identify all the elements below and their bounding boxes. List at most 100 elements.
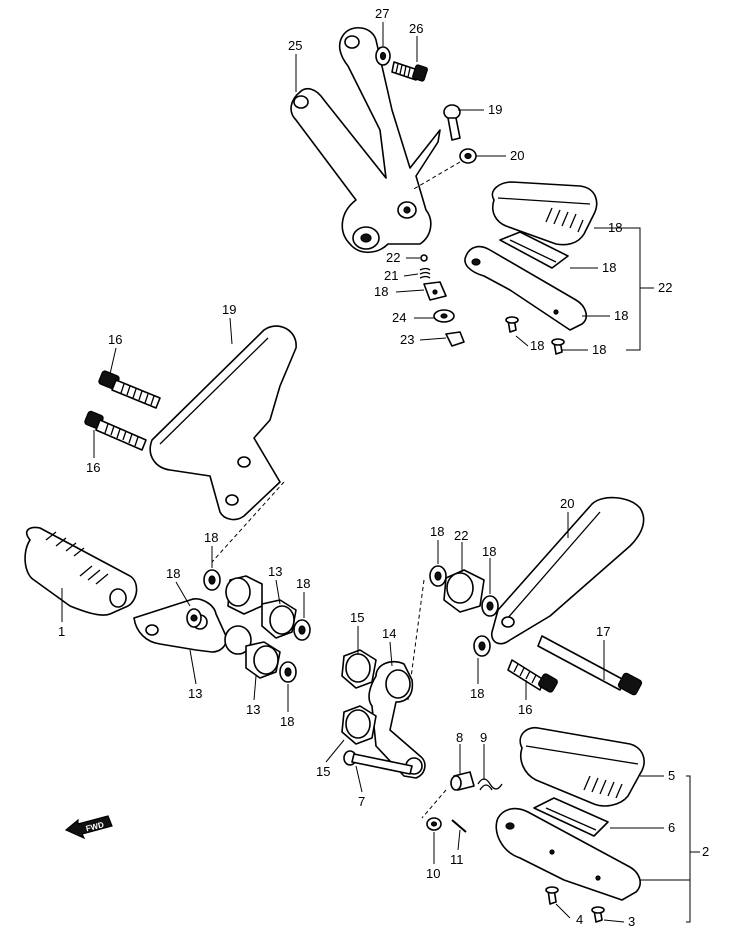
pin-29 xyxy=(443,104,461,141)
callout-30: 20 xyxy=(510,148,524,163)
bolt-36 xyxy=(391,61,428,82)
callout-18-d: 18 xyxy=(280,714,294,729)
heel-guard-20 xyxy=(490,496,645,645)
callout-3: 3 xyxy=(628,914,635,929)
rear-footrest-bracket xyxy=(290,27,441,254)
screw-27 xyxy=(505,316,519,333)
pin-7 xyxy=(343,750,413,775)
footrest-bracket-12 xyxy=(133,598,228,653)
bolt-17 xyxy=(537,635,643,696)
callout-2: 2 xyxy=(702,844,709,859)
screw-3 xyxy=(591,906,605,923)
washer-37 xyxy=(375,46,391,66)
callout-31: 21 xyxy=(384,268,398,283)
bushing-13-upper-left xyxy=(225,575,263,615)
washer-18-e xyxy=(429,565,447,587)
washer-18-c xyxy=(293,619,311,641)
washer-30 xyxy=(459,148,477,164)
bushing-13-lower-left xyxy=(224,625,252,655)
callout-18-a: 18 xyxy=(204,530,218,545)
washer-18-b xyxy=(186,608,202,628)
callout-5: 5 xyxy=(668,768,675,783)
bolt-16-right xyxy=(507,659,558,693)
callout-26: 18 xyxy=(592,342,606,357)
callout-16-upper: 16 xyxy=(108,332,122,347)
spring-9 xyxy=(477,778,503,791)
lever-14 xyxy=(368,660,426,779)
callout-15-upper: 15 xyxy=(350,610,364,625)
washer-18-g xyxy=(473,635,491,657)
callout-7: 7 xyxy=(358,794,365,809)
callout-6: 6 xyxy=(668,820,675,835)
callout-25: 18 xyxy=(602,260,616,275)
washer-34 xyxy=(433,309,455,323)
callout-20: 20 xyxy=(560,496,574,511)
plate-28 xyxy=(423,281,447,301)
bolt-16-lower xyxy=(84,410,147,451)
spring-31 xyxy=(419,267,431,279)
callout-1: 1 xyxy=(58,624,65,639)
callout-21: 22 xyxy=(454,528,468,543)
callout-27: 18 xyxy=(530,338,544,353)
callout-32: 22 xyxy=(386,250,400,265)
cylinder-8 xyxy=(450,771,475,791)
callout-37: 27 xyxy=(375,6,389,21)
callout-11: 11 xyxy=(450,852,464,867)
callout-16-lower: 16 xyxy=(86,460,100,475)
callout-16-right: 16 xyxy=(518,702,532,717)
bushing-15-upper xyxy=(341,649,377,689)
rear-footrest-rubber-24 xyxy=(491,181,598,246)
cotter-pin-11 xyxy=(451,819,467,833)
rear-plate-25 xyxy=(499,231,569,269)
callout-10: 10 xyxy=(426,866,440,881)
nut-33 xyxy=(445,331,465,347)
bushing-15-lower xyxy=(341,705,377,745)
callout-18-e: 18 xyxy=(430,524,444,539)
fwd-label: FWD xyxy=(85,820,105,833)
footrest-rubber-5 xyxy=(519,726,645,807)
forward-arrow-icon: FWD xyxy=(64,815,113,840)
callout-18-c: 18 xyxy=(296,576,310,591)
callout-35: 25 xyxy=(288,38,302,53)
washer-18-a xyxy=(203,569,221,591)
callout-36: 26 xyxy=(409,21,423,36)
ball-32 xyxy=(420,254,428,262)
bushing-21 xyxy=(443,569,485,613)
footrest-rubber-1 xyxy=(24,526,138,616)
callout-13-upper: 13 xyxy=(268,564,282,579)
callout-34: 24 xyxy=(392,310,406,325)
screw-26 xyxy=(551,338,565,355)
callout-33: 23 xyxy=(400,332,414,347)
callout-13-lower: 13 xyxy=(246,702,260,717)
callout-12: 13 xyxy=(188,686,202,701)
bushing-13-upper xyxy=(261,599,297,639)
callout-24: 18 xyxy=(608,220,622,235)
callout-18-b: 18 xyxy=(166,566,180,581)
leader-lines xyxy=(61,22,700,923)
callout-29: 19 xyxy=(488,102,502,117)
callout-8: 8 xyxy=(456,730,463,745)
footrest-holder-2 xyxy=(495,807,641,901)
callout-28: 18 xyxy=(374,284,388,299)
callout-9: 9 xyxy=(480,730,487,745)
callout-labels: 27 26 25 19 20 22 21 18 24 23 18 18 18 1… xyxy=(58,6,709,929)
callout-14: 14 xyxy=(382,626,396,641)
callout-4: 4 xyxy=(576,912,583,927)
rear-footrest-holder-23 xyxy=(464,245,588,331)
callout-15-lower: 15 xyxy=(316,764,330,779)
callout-23: 18 xyxy=(614,308,628,323)
washer-18-f xyxy=(481,595,499,617)
plate-6 xyxy=(533,797,609,837)
callout-22: 22 xyxy=(658,280,672,295)
washer-18-d xyxy=(279,661,297,683)
bushing-13-lower xyxy=(245,641,281,679)
callout-19: 19 xyxy=(222,302,236,317)
callout-18-f: 18 xyxy=(482,544,496,559)
callout-17: 17 xyxy=(596,624,610,639)
washer-10 xyxy=(426,817,442,831)
heel-guard-19 xyxy=(149,325,297,521)
bolt-16-upper xyxy=(98,370,161,409)
screw-4 xyxy=(545,886,559,905)
callout-18-g: 18 xyxy=(470,686,484,701)
